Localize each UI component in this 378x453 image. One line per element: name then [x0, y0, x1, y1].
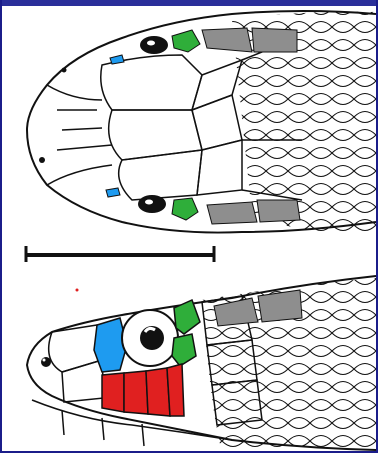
dorsal-preocular-lower [106, 188, 120, 197]
dorsal-eye-lower [138, 195, 166, 213]
scale-bar [26, 246, 214, 262]
dorsal-postocular-upper [172, 30, 200, 52]
lateral-supralabials [102, 364, 184, 416]
dorsal-eye-upper-highlight [147, 41, 155, 46]
dorsal-preocular-upper [110, 55, 124, 64]
lateral-view [27, 276, 376, 451]
dorsal-eye-lower-highlight [145, 200, 153, 205]
dorsal-postocular-lower [172, 198, 198, 220]
dorsal-view [27, 11, 376, 235]
stray-red-dot [76, 289, 79, 292]
dorsal-nostril [39, 157, 45, 163]
lateral-nostril [41, 357, 51, 367]
dorsal-snout-mark [62, 68, 67, 73]
lateral-postocular-lower [172, 334, 196, 366]
lateral-nostril-highlight [43, 359, 46, 362]
dorsal-eye-upper [140, 36, 168, 54]
